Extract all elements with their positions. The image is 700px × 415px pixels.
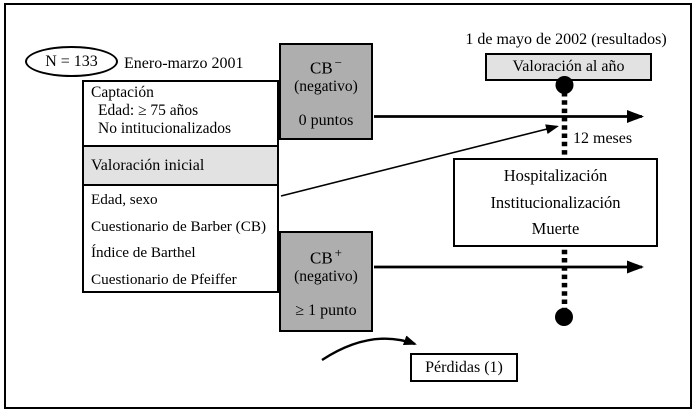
- cb-negative-abbrev: CB: [309, 58, 333, 78]
- losses-box: Pérdidas (1): [410, 353, 518, 382]
- one-year-assessment-box: Valoración al año: [485, 53, 652, 81]
- outer-border: [4, 3, 692, 409]
- sample-size-ellipse: N = 133: [25, 46, 118, 77]
- cb-positive-points: ≥ 1 punto: [295, 301, 357, 319]
- cb-negative-points: 0 puntos: [298, 111, 354, 129]
- outcome-line: Institucionalización: [490, 192, 621, 212]
- cb-positive-subtitle: (negativo): [294, 267, 358, 285]
- outcome-line: Muerte: [531, 218, 580, 238]
- measure-item: Cuestionario de Barber (CB): [91, 217, 267, 235]
- enrollment-period-label: Enero-marzo 2001: [124, 55, 244, 72]
- cb-positive-box: CB+ (negativo) ≥ 1 punto: [279, 231, 373, 332]
- cb-negative-subtitle: (negativo): [294, 77, 358, 95]
- cb-negative-title: CB−: [310, 54, 342, 78]
- captacion-section: Captación Edad: ≥ 75 años No intituciona…: [84, 82, 277, 145]
- institution-criterion: No intitucionalizados: [98, 120, 232, 137]
- results-date-label: 1 de mayo de 2002 (resultados): [465, 31, 667, 48]
- enrollment-box: Captación Edad: ≥ 75 años No intituciona…: [82, 80, 279, 293]
- age-criterion: Edad: ≥ 75 años: [98, 102, 199, 119]
- cb-negative-sign: −: [334, 55, 343, 70]
- cb-negative-box: CB− (negativo) 0 puntos: [279, 43, 373, 140]
- valoracion-inicial-row: Valoración inicial: [84, 145, 277, 184]
- valoracion-inicial-label: Valoración inicial: [91, 156, 205, 174]
- measure-item: Cuestionario de Pfeiffer: [91, 270, 237, 288]
- outcomes-box: Hospitalización Institucionalización Mue…: [453, 158, 658, 247]
- losses-label: Pérdidas (1): [425, 358, 503, 376]
- twelve-months-label: 12 meses: [573, 130, 633, 147]
- cb-positive-abbrev: CB: [309, 248, 333, 268]
- captacion-title: Captación: [91, 84, 154, 101]
- measure-item: Edad, sexo: [91, 191, 158, 208]
- outcome-line: Hospitalización: [503, 166, 608, 186]
- measure-item: Índice de Barthel: [91, 244, 196, 261]
- sample-size-label: N = 133: [45, 52, 98, 70]
- cb-positive-title: CB+: [310, 244, 342, 268]
- one-year-assessment-label: Valoración al año: [512, 58, 625, 75]
- cb-positive-sign: +: [334, 245, 343, 260]
- measures-section: Edad, sexo Cuestionario de Barber (CB) Í…: [84, 184, 277, 293]
